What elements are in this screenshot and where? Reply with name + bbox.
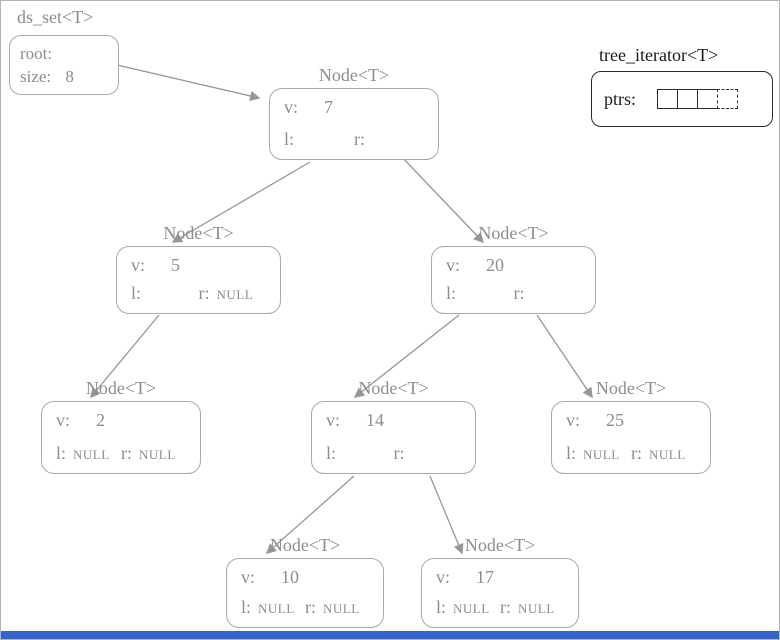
value-row: v: 17 bbox=[436, 567, 564, 588]
r-value: NULL bbox=[139, 447, 176, 462]
v-label: v: bbox=[56, 410, 71, 430]
size-label: size: bbox=[20, 67, 52, 86]
node-type-label: Node<T> bbox=[85, 378, 157, 398]
node-type-label: Node<T> bbox=[595, 378, 667, 398]
v-value: 25 bbox=[606, 410, 625, 430]
node-box: v: 7 l: r: bbox=[269, 88, 439, 160]
node-box: v: 20 l: r: bbox=[431, 246, 596, 314]
pointer-row: l: NULL r: NULL bbox=[241, 597, 369, 618]
iterator-box: ptrs: bbox=[591, 71, 773, 127]
iterator-title: tree_iterator<T> bbox=[599, 45, 719, 65]
v-value: 14 bbox=[366, 410, 385, 430]
node-box: v: 5 l: r: NULL bbox=[116, 246, 281, 314]
ptr-cell bbox=[697, 89, 719, 109]
value-row: v: 2 bbox=[56, 410, 186, 431]
ptr-cell bbox=[677, 89, 699, 109]
size-value: 8 bbox=[65, 67, 74, 86]
value-row: v: 10 bbox=[241, 567, 369, 588]
node-box: v: 25 l: NULL r: NULL bbox=[551, 401, 711, 474]
v-value: 5 bbox=[171, 255, 181, 275]
dsset-title: ds_set<T> bbox=[17, 7, 94, 27]
r-value: NULL bbox=[649, 447, 686, 462]
node-type-label: Node<T> bbox=[358, 378, 429, 398]
ptrs-array bbox=[657, 89, 739, 109]
pointer-row: l: r: bbox=[446, 283, 581, 304]
node-type-label: Node<T> bbox=[163, 223, 234, 243]
l-label: l: bbox=[326, 443, 337, 463]
tree-node-5: Node<T> v: 5 l: r: NULL bbox=[116, 223, 281, 314]
v-value: 10 bbox=[281, 567, 300, 587]
node-box: v: 2 l: NULL r: NULL bbox=[41, 401, 201, 474]
l-value: NULL bbox=[453, 601, 490, 616]
l-label: l: bbox=[566, 443, 577, 463]
value-row: v: 5 bbox=[131, 255, 266, 276]
v-label: v: bbox=[284, 97, 299, 117]
root-pointer-label: root: bbox=[20, 44, 53, 63]
node-box: v: 10 l: NULL r: NULL bbox=[226, 558, 384, 628]
tree-node-14: Node<T> v: 14 l: r: bbox=[311, 378, 476, 474]
l-label: l: bbox=[56, 443, 67, 463]
v-label: v: bbox=[566, 410, 581, 430]
l-value: NULL bbox=[258, 601, 295, 616]
v-value: 2 bbox=[96, 410, 106, 430]
node-type-label: Node<T> bbox=[318, 65, 390, 85]
l-label: l: bbox=[436, 597, 447, 617]
pointer-row: l: NULL r: NULL bbox=[566, 443, 696, 464]
l-label: l: bbox=[284, 129, 295, 149]
l-label: l: bbox=[131, 283, 142, 303]
tree-node-2: Node<T> v: 2 l: NULL r: NULL bbox=[41, 378, 201, 474]
tree-node-17: Node<T> v: 17 l: NULL r: NULL bbox=[421, 535, 579, 628]
v-label: v: bbox=[241, 567, 256, 587]
value-row: v: 7 bbox=[284, 97, 424, 118]
v-label: v: bbox=[446, 255, 461, 275]
r-label: r: bbox=[121, 443, 132, 463]
size-row: size: 8 bbox=[20, 65, 108, 88]
l-label: l: bbox=[241, 597, 252, 617]
node-box: v: 17 l: NULL r: NULL bbox=[421, 558, 579, 628]
tree-node-7: Node<T> v: 7 l: r: bbox=[269, 65, 439, 160]
r-value: NULL bbox=[323, 601, 360, 616]
r-label: r: bbox=[305, 597, 316, 617]
ptrs-label: ptrs: bbox=[604, 88, 637, 109]
r-label: r: bbox=[354, 129, 365, 149]
v-label: v: bbox=[436, 567, 451, 587]
pointer-row: l: r: bbox=[284, 129, 424, 150]
v-label: v: bbox=[131, 255, 146, 275]
v-value: 7 bbox=[324, 97, 334, 117]
r-label: r: bbox=[500, 597, 511, 617]
node-type-label: Node<T> bbox=[269, 535, 341, 555]
value-row: v: 14 bbox=[326, 410, 461, 431]
r-label: r: bbox=[513, 283, 525, 303]
ptr-cell-dashed bbox=[717, 89, 739, 109]
tree-node-20: Node<T> v: 20 l: r: bbox=[431, 223, 596, 314]
bottom-bar bbox=[1, 631, 779, 639]
node-type-label: Node<T> bbox=[478, 223, 549, 243]
tree-node-10: Node<T> v: 10 l: NULL r: NULL bbox=[226, 535, 384, 628]
pointer-row: l: NULL r: NULL bbox=[436, 597, 564, 618]
v-value: 20 bbox=[486, 255, 505, 275]
dsset-box: root: size: 8 bbox=[9, 35, 119, 95]
l-label: l: bbox=[446, 283, 457, 303]
tree-node-25: Node<T> v: 25 l: NULL r: NULL bbox=[551, 378, 711, 474]
ptr-cell bbox=[657, 89, 679, 109]
r-label: r: bbox=[631, 443, 642, 463]
r-label: r: bbox=[198, 283, 210, 303]
pointer-row: l: r: NULL bbox=[131, 283, 266, 304]
value-row: v: 25 bbox=[566, 410, 696, 431]
pointer-row: l: r: bbox=[326, 443, 461, 464]
value-row: v: 20 bbox=[446, 255, 581, 276]
r-value: NULL bbox=[518, 601, 555, 616]
v-label: v: bbox=[326, 410, 341, 430]
node-box: v: 14 l: r: bbox=[311, 401, 476, 474]
pointer-row: l: NULL r: NULL bbox=[56, 443, 186, 464]
l-value: NULL bbox=[583, 447, 620, 462]
l-value: NULL bbox=[73, 447, 110, 462]
node-type-label: Node<T> bbox=[464, 535, 536, 555]
v-value: 17 bbox=[476, 567, 495, 587]
r-value: NULL bbox=[216, 287, 254, 302]
r-label: r: bbox=[393, 443, 405, 463]
